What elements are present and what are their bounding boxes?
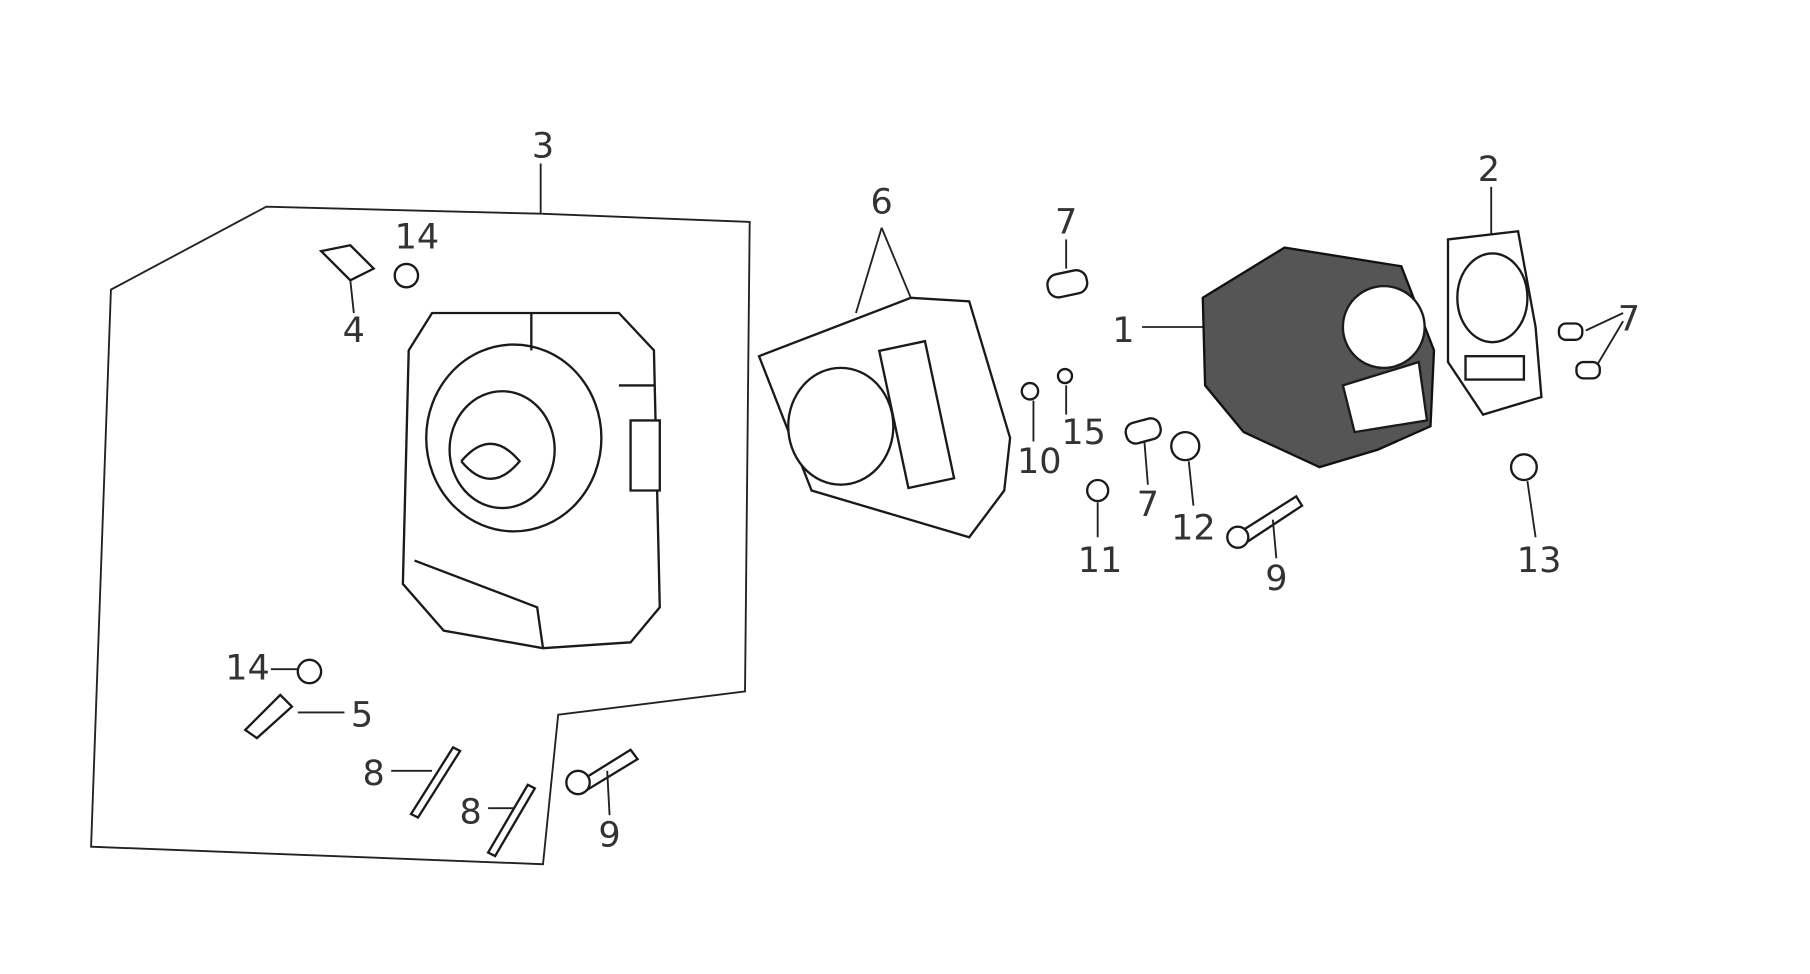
- callout-7: 7: [1618, 299, 1640, 340]
- callout-14: 14: [225, 648, 270, 689]
- cylinder-block: [1201, 246, 1436, 469]
- callout-6: 6: [871, 182, 893, 223]
- callout-12: 12: [1171, 508, 1216, 549]
- callout-9: 9: [1265, 558, 1287, 599]
- callout-1: 1: [1112, 310, 1134, 351]
- callout-5: 5: [351, 694, 373, 735]
- callout-3: 3: [532, 126, 554, 167]
- callout-7: 7: [1137, 484, 1159, 525]
- callout-7: 7: [1055, 202, 1077, 243]
- base-gasket: [1446, 229, 1543, 416]
- callout-10: 10: [1017, 441, 1062, 482]
- callout-9: 9: [598, 815, 620, 856]
- callout-8: 8: [459, 791, 481, 832]
- callout-15: 15: [1061, 412, 1106, 453]
- leader-lines: [270, 239, 1624, 816]
- leader-line: [880, 227, 912, 299]
- callout-2: 2: [1478, 149, 1500, 190]
- small-parts: [243, 243, 1601, 858]
- callout-11: 11: [1078, 540, 1123, 581]
- callout-4: 4: [343, 310, 365, 351]
- leader-line: [855, 227, 883, 314]
- callout-13: 13: [1517, 540, 1562, 581]
- callout-8: 8: [363, 753, 385, 794]
- assembly-boundary: [90, 205, 751, 866]
- cylinder-gasket: [757, 296, 1012, 539]
- callout-14: 14: [395, 217, 440, 258]
- cylinder-head: [401, 311, 661, 650]
